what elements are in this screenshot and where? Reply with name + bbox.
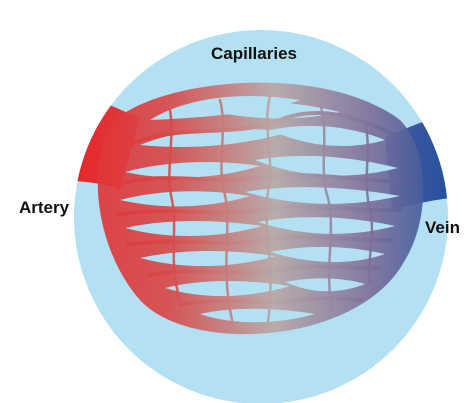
artery-label: Artery	[19, 198, 70, 217]
vein-label: Vein	[425, 218, 460, 237]
capillaries-label: Capillaries	[211, 44, 297, 63]
